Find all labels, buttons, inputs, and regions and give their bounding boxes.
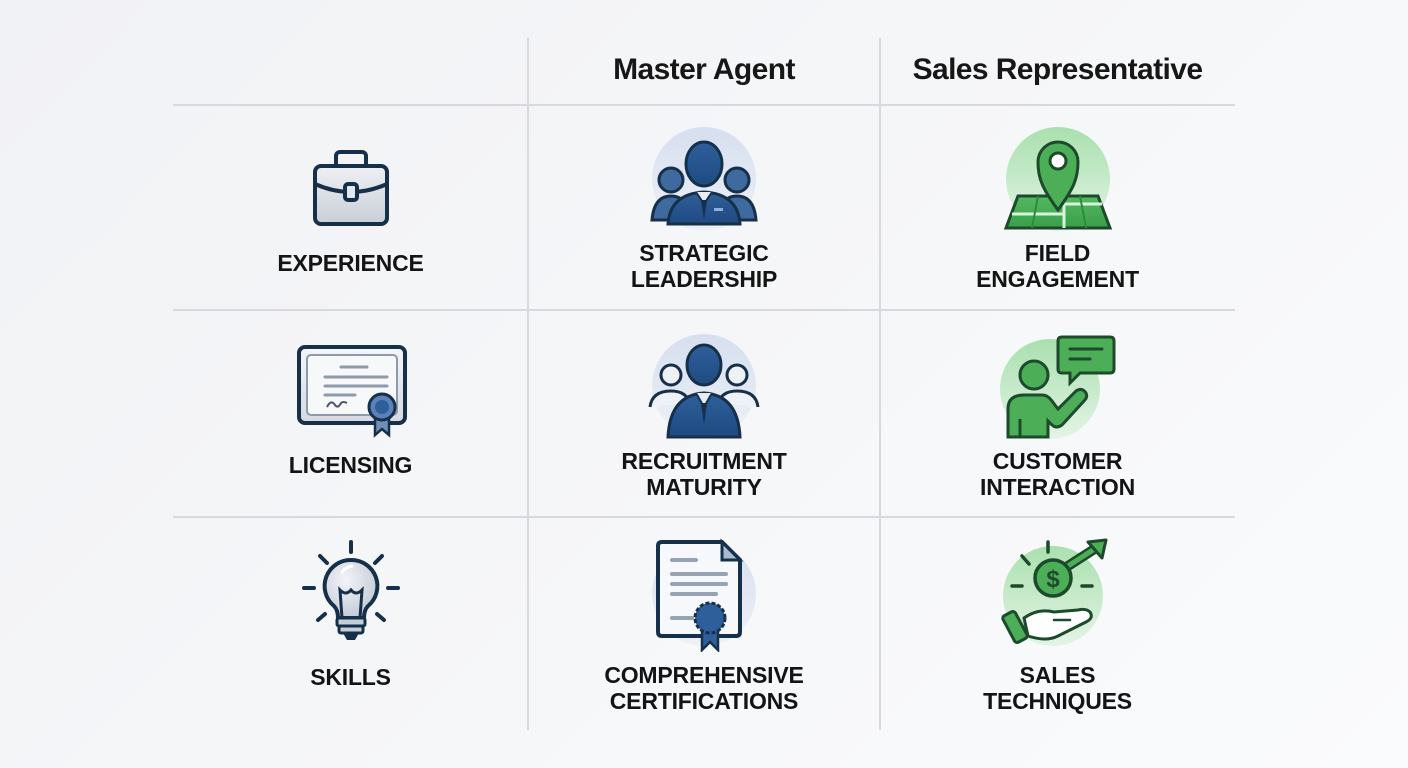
row-divider-header <box>173 104 1235 106</box>
recruit-team-icon <box>644 330 764 442</box>
hand-dollar-growth-icon: $ <box>998 538 1118 652</box>
row-divider-2 <box>173 516 1235 518</box>
certificate-icon <box>291 338 411 440</box>
column-header-master-agent: Master Agent <box>613 53 795 86</box>
svg-text:$: $ <box>1046 566 1060 593</box>
column-header-sales-representative: Sales Representative <box>912 53 1203 86</box>
presenter-chat-icon <box>998 330 1118 442</box>
sales-rep-label: FIELD ENGAGEMENT <box>976 240 1139 292</box>
category-label: LICENSING <box>288 452 413 478</box>
cell-licensing: LICENSING <box>173 338 528 478</box>
master-agent-label: STRATEGIC LEADERSHIP <box>630 240 778 292</box>
cell-strategic-leadership: STRATEGIC LEADERSHIP <box>528 124 880 292</box>
cell-skills: SKILLS <box>173 538 528 690</box>
column-divider-2 <box>879 38 881 730</box>
cell-comprehensive-certifications: COMPREHENSIVE CERTIFICATIONS <box>528 538 880 714</box>
document-ribbon-icon <box>644 538 764 652</box>
briefcase-icon <box>291 132 411 244</box>
leader-team-icon <box>644 124 764 234</box>
column-divider-1 <box>527 38 529 730</box>
row-divider-1 <box>173 309 1235 311</box>
cell-recruitment-maturity: RECRUITMENT MATURITY <box>528 330 880 500</box>
category-label: EXPERIENCE <box>277 250 424 276</box>
sales-rep-label: SALES TECHNIQUES <box>983 662 1132 714</box>
lightbulb-icon <box>291 538 411 652</box>
map-pin-icon <box>998 124 1118 234</box>
cell-sales-techniques: $ SALES TECHNIQUES <box>880 538 1235 714</box>
sales-rep-label: CUSTOMER INTERACTION <box>980 448 1135 500</box>
cell-customer-interaction: CUSTOMER INTERACTION <box>880 330 1235 500</box>
cell-field-engagement: FIELD ENGAGEMENT <box>880 124 1235 292</box>
master-agent-label: COMPREHENSIVE CERTIFICATIONS <box>604 662 804 714</box>
category-label: SKILLS <box>310 664 391 690</box>
master-agent-label: RECRUITMENT MATURITY <box>621 448 787 500</box>
cell-experience: EXPERIENCE <box>173 132 528 276</box>
